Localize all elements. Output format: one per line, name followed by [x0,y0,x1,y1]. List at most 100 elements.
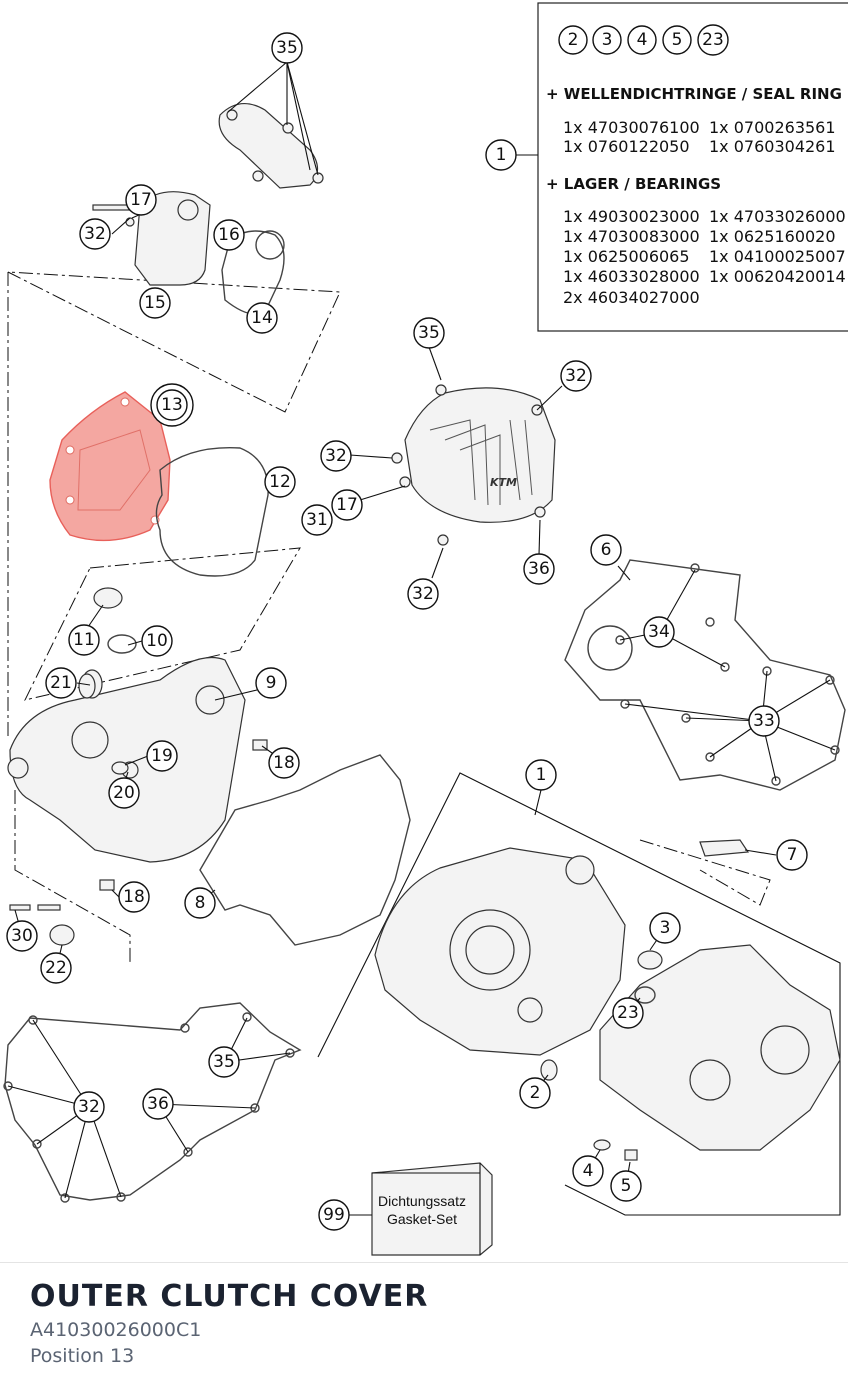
callout-11[interactable]: 11 [68,624,100,656]
svg-text:36: 36 [528,559,550,579]
exploded-parts-diagram: 2 3 4 5 23 + WELLENDICHTRINGE / SEAL RIN… [3,2,848,1256]
cover-o-ring[interactable] [155,446,269,577]
callout-1-crankcase[interactable]: 1 [525,759,557,791]
pump-gasket[interactable] [221,230,285,315]
legend-bearing-line: 1x 0625160020 [709,227,836,246]
svg-text:17: 17 [130,190,152,210]
legend-callout: 23 [702,30,724,50]
pump-housing[interactable] [134,191,211,286]
callout-35-pump[interactable]: 35 [271,32,303,64]
callout-31[interactable]: 31 [301,504,333,536]
crankcase-gasket-lower[interactable] [3,1002,302,1203]
legend-callout: 5 [672,30,683,50]
svg-text:31: 31 [306,510,328,530]
svg-text:11: 11 [73,630,95,650]
callout-legend-ref[interactable]: 1 [485,139,517,171]
crankcase-left-half[interactable] [374,847,626,1056]
callout-32-lower[interactable]: 32 [73,1091,105,1123]
legend-seal-line: 1x 0700263561 [709,118,836,137]
legend-seal-line: 1x 0760122050 [563,137,690,156]
callout-6[interactable]: 6 [590,534,622,566]
svg-text:13: 13 [161,395,183,415]
callout-9[interactable]: 9 [255,667,287,699]
callout-22[interactable]: 22 [40,952,72,984]
legend-seal-line: 1x 47030076100 [563,118,700,137]
callout-30[interactable]: 30 [6,920,38,952]
small-bushings[interactable] [540,839,750,1161]
legend-bearing-line: 1x 00620420014 [709,267,846,286]
callout-21[interactable]: 21 [45,667,77,699]
callout-7[interactable]: 7 [776,839,808,871]
clutch-cover-inner[interactable] [7,656,246,863]
ignition-cover[interactable]: KTM [391,384,556,546]
callout-13-highlighted[interactable]: 13 [150,383,194,427]
legend-bearing-line: 2x 46034027000 [563,288,700,307]
legend-callout: 4 [637,30,648,50]
callout-8[interactable]: 8 [184,887,216,919]
svg-text:18: 18 [123,887,145,907]
svg-text:16: 16 [218,225,240,245]
svg-text:34: 34 [648,622,670,642]
callout-14[interactable]: 14 [246,302,278,334]
svg-text:14: 14 [251,308,273,328]
gasket-set-label-de: Dichtungssatz [378,1193,466,1209]
legend-bearing-line: 1x 49030023000 [563,207,700,226]
callout-33[interactable]: 33 [748,705,780,737]
svg-text:6: 6 [601,540,612,560]
svg-text:2: 2 [530,1083,541,1103]
callout-35-lower[interactable]: 35 [208,1046,240,1078]
svg-text:12: 12 [269,472,291,492]
callout-5[interactable]: 5 [610,1170,642,1202]
legend-seal-line: 1x 0760304261 [709,137,836,156]
svg-text:23: 23 [617,1003,639,1023]
callout-20[interactable]: 20 [108,777,140,809]
svg-text:21: 21 [50,673,72,693]
callout-18-lower[interactable]: 18 [118,881,150,913]
callout-32-ignition-top[interactable]: 32 [560,360,592,392]
legend-panel: 2 3 4 5 23 + WELLENDICHTRINGE / SEAL RIN… [485,2,848,332]
legend-seal-title: + WELLENDICHTRINGE / SEAL RING [546,85,842,103]
callout-3[interactable]: 3 [649,912,681,944]
callout-35-ignition[interactable]: 35 [413,317,445,349]
callout-16[interactable]: 16 [213,219,245,251]
cover-brand-label: KTM [490,476,517,489]
callout-18-upper[interactable]: 18 [268,747,300,779]
outer-clutch-cover-highlight[interactable] [49,391,171,542]
svg-text:8: 8 [195,893,206,913]
callout-23[interactable]: 23 [612,997,644,1029]
clutch-cover-gasket[interactable] [199,754,411,946]
callout-17-upper[interactable]: 17 [125,184,157,216]
callout-32-ignition-left[interactable]: 32 [320,440,352,472]
callout-34[interactable]: 34 [643,616,675,648]
svg-text:7: 7 [787,845,798,865]
callout-10[interactable]: 10 [141,625,173,657]
svg-text:19: 19 [151,746,173,766]
svg-text:35: 35 [213,1052,235,1072]
svg-text:30: 30 [11,926,33,946]
svg-text:22: 22 [45,958,67,978]
callout-4[interactable]: 4 [572,1155,604,1187]
callouts: 35 17 32 16 15 14 13 12 35 32 32 17 31 3… [6,32,808,1202]
callout-36-lower[interactable]: 36 [142,1088,174,1120]
callout-32-ignition-bottom[interactable]: 32 [407,578,439,610]
callout-17-ignition[interactable]: 17 [331,489,363,521]
callout-19[interactable]: 19 [146,740,178,772]
crankcase-right-half[interactable] [599,944,841,1151]
lower-left-small-parts[interactable] [9,673,268,946]
gasket-set-label-en: Gasket-Set [387,1211,457,1227]
gasket-set-box[interactable]: Dichtungssatz Gasket-Set 99 [318,1162,493,1256]
callout-99[interactable]: 99 [318,1199,350,1231]
water-pump-cover[interactable] [218,103,324,189]
callout-15[interactable]: 15 [139,287,171,319]
callout-12[interactable]: 12 [264,466,296,498]
svg-text:32: 32 [84,224,106,244]
callout-32-upper[interactable]: 32 [79,218,111,250]
ignition-gasket[interactable] [564,559,846,791]
svg-text:1: 1 [496,145,507,165]
callout-2[interactable]: 2 [519,1077,551,1109]
svg-text:20: 20 [113,783,135,803]
svg-text:33: 33 [753,711,775,731]
callout-36-ignition[interactable]: 36 [523,553,555,585]
svg-text:15: 15 [144,293,166,313]
crankcase-frame [317,772,841,1216]
